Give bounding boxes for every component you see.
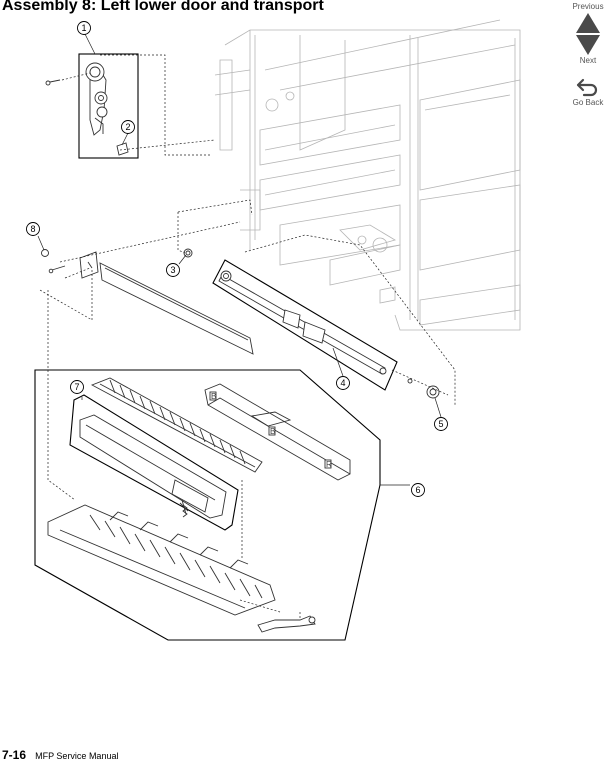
page-navigation: Previous Next Go Back bbox=[568, 2, 608, 108]
door-frame-part bbox=[47, 504, 276, 616]
alignment-lines bbox=[39, 54, 456, 620]
callout-4: 4 bbox=[336, 376, 350, 390]
page-number: 7-16 bbox=[2, 748, 27, 762]
callout-3: 3 bbox=[166, 263, 180, 277]
machine-frame bbox=[214, 19, 521, 331]
part-label-r: R bbox=[326, 460, 332, 469]
left-rail-part bbox=[41, 249, 254, 355]
next-label: Next bbox=[579, 56, 597, 65]
callout-2: 2 bbox=[121, 120, 135, 134]
guide-bar-part bbox=[204, 383, 351, 481]
go-back-label: Go Back bbox=[572, 98, 604, 107]
page-title: Assembly 8: Left lower door and transpor… bbox=[2, 0, 324, 14]
callout-6-label: 6 bbox=[415, 485, 420, 495]
callout-5-label: 5 bbox=[438, 419, 443, 429]
small-parts bbox=[182, 504, 316, 633]
callout-3-label: 3 bbox=[170, 265, 175, 275]
rib-guide-part bbox=[90, 377, 263, 473]
door-assembly-outline bbox=[34, 369, 381, 641]
callout-5: 5 bbox=[434, 417, 448, 431]
leader-lines bbox=[37, 33, 442, 486]
part-label-b-1: B bbox=[211, 392, 216, 401]
inner-guide-part bbox=[69, 394, 239, 531]
callout-7-label: 7 bbox=[74, 382, 79, 392]
down-arrow-icon bbox=[576, 35, 600, 55]
go-back-icon bbox=[576, 78, 598, 97]
bushing-part bbox=[407, 378, 440, 399]
callout-8: 8 bbox=[26, 222, 40, 236]
part-label-b-2: B bbox=[270, 427, 275, 436]
page-footer: 7-16 MFP Service Manual bbox=[2, 748, 118, 762]
manual-title: MFP Service Manual bbox=[35, 751, 119, 761]
previous-button[interactable] bbox=[575, 12, 601, 34]
callout-1: 1 bbox=[77, 21, 91, 35]
gear-assembly-part bbox=[45, 53, 139, 159]
previous-label: Previous bbox=[572, 2, 604, 11]
callout-6: 6 bbox=[411, 483, 425, 497]
callout-7: 7 bbox=[70, 380, 84, 394]
callout-1-label: 1 bbox=[81, 23, 86, 33]
transport-roller-part bbox=[212, 259, 398, 391]
go-back-button[interactable] bbox=[575, 76, 601, 98]
callout-4-label: 4 bbox=[340, 378, 345, 388]
callout-8-label: 8 bbox=[30, 224, 35, 234]
up-arrow-icon bbox=[576, 13, 600, 33]
next-button[interactable] bbox=[575, 34, 601, 56]
callout-2-label: 2 bbox=[125, 122, 130, 132]
